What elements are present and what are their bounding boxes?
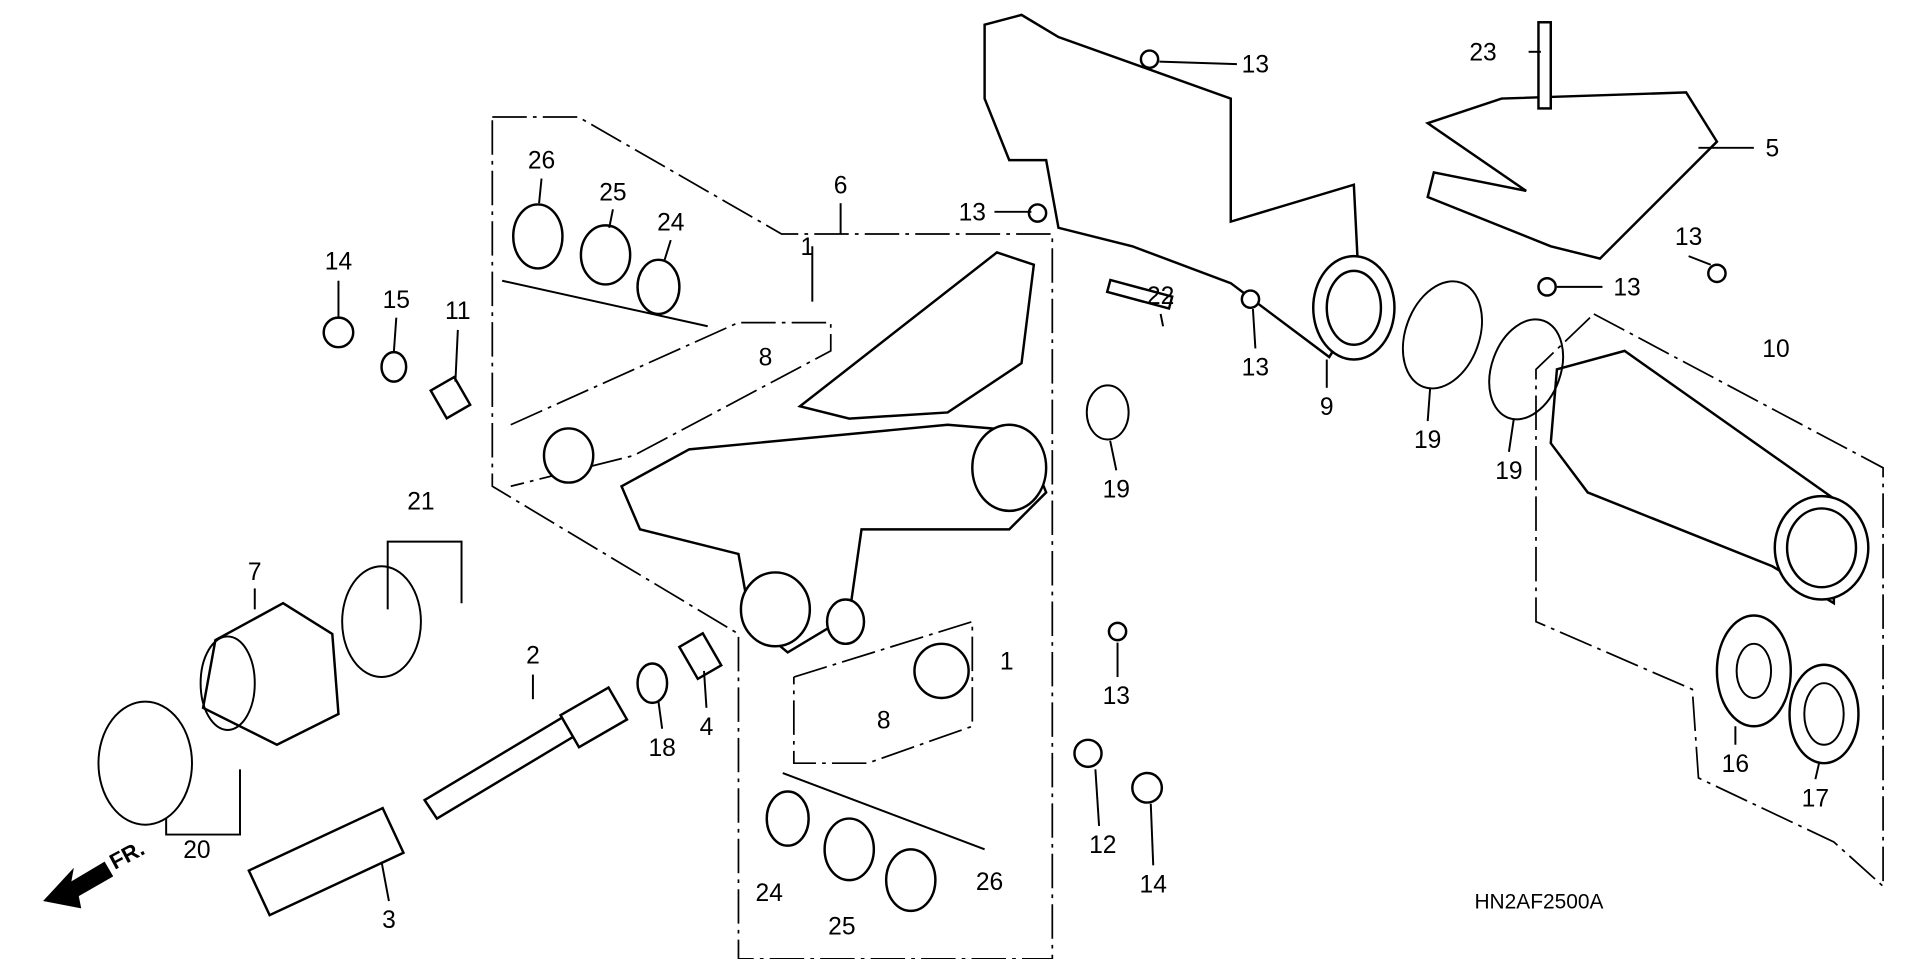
seal-part xyxy=(636,258,681,316)
clamp-part xyxy=(341,565,422,679)
final-drive-case-part xyxy=(1549,349,1870,606)
callout: 24 xyxy=(657,209,684,236)
bushing-part xyxy=(913,642,970,700)
nut-part xyxy=(1107,621,1128,642)
leader-lines xyxy=(165,50,1821,902)
nut-part xyxy=(1240,289,1261,310)
callout: 12 xyxy=(1089,832,1116,859)
callout: 13 xyxy=(1675,224,1702,251)
callout: 9 xyxy=(1320,394,1334,421)
callout: 19 xyxy=(1495,458,1522,485)
callout: 10 xyxy=(1762,336,1789,363)
callout: 21 xyxy=(407,489,434,516)
callout: 5 xyxy=(1765,135,1779,162)
callout: 24 xyxy=(756,880,783,907)
spring-part xyxy=(677,631,723,681)
callout: 26 xyxy=(528,148,555,175)
callout: 22 xyxy=(1147,283,1174,310)
callout: 1 xyxy=(1000,649,1014,676)
callout: 23 xyxy=(1469,39,1496,66)
callout: 13 xyxy=(1613,274,1640,301)
group-outline-1a xyxy=(510,321,832,488)
bushing-part xyxy=(542,427,595,484)
group-outline-1b xyxy=(792,620,974,765)
callout: 7 xyxy=(248,559,262,586)
washer-part xyxy=(380,350,408,383)
collar-part xyxy=(636,662,669,705)
clamp-part xyxy=(97,700,193,826)
arrow-left-icon xyxy=(43,861,114,909)
bearing-part xyxy=(512,203,564,270)
callout: 2 xyxy=(526,643,540,670)
nut-part xyxy=(1131,771,1164,804)
callout: 8 xyxy=(759,345,773,372)
o-ring-part xyxy=(1488,318,1565,421)
callout: 3 xyxy=(382,907,396,934)
callout: 17 xyxy=(1802,785,1829,812)
bracket-part xyxy=(1424,91,1719,260)
callout-labels: 23 13 5 13 6 26 25 24 14 15 11 1 8 22 13… xyxy=(183,39,1829,940)
callout: 14 xyxy=(1140,871,1167,898)
swingarm-part xyxy=(619,251,1048,654)
drive-shaft-spline xyxy=(558,685,629,749)
nut-part xyxy=(1537,277,1557,297)
bearing-part xyxy=(884,848,937,913)
front-label: FR. xyxy=(105,836,148,875)
nut-part xyxy=(1139,49,1160,70)
callout: 15 xyxy=(383,287,410,314)
o-ring-part xyxy=(1085,384,1130,441)
axle-housing-part xyxy=(983,13,1396,361)
callout: 13 xyxy=(1103,683,1130,710)
callout: 25 xyxy=(828,913,855,940)
front-direction-arrow: FR. xyxy=(43,836,149,909)
callout: 19 xyxy=(1103,476,1130,503)
o-ring-part xyxy=(1401,280,1483,390)
diagram-code: HN2AF2500A xyxy=(1474,890,1603,913)
callout: 11 xyxy=(445,298,471,325)
callout: 4 xyxy=(700,714,714,741)
boot-part xyxy=(199,635,256,731)
boot-part xyxy=(201,601,340,747)
bearing-part xyxy=(1735,642,1773,699)
callout: 8 xyxy=(877,708,891,735)
oil-seal-part xyxy=(1803,682,1845,746)
callout: 25 xyxy=(599,180,626,207)
seal-part xyxy=(765,790,810,847)
universal-joint-part xyxy=(247,806,406,917)
callout: 20 xyxy=(183,837,210,864)
nut-part xyxy=(1707,263,1727,284)
bearing-part xyxy=(1715,614,1793,728)
callout: 6 xyxy=(834,172,848,199)
callout: 13 xyxy=(1242,355,1269,382)
bolt-part xyxy=(1073,738,1103,769)
callout: 1 xyxy=(801,234,815,261)
callout: 16 xyxy=(1722,751,1749,778)
bearing-part xyxy=(579,224,632,286)
bolt-part xyxy=(1537,21,1553,110)
oil-seal-part xyxy=(1788,663,1860,765)
callout: 14 xyxy=(325,249,352,276)
callout: 18 xyxy=(648,735,675,762)
bolt-part xyxy=(1105,278,1174,311)
nut-part xyxy=(1027,203,1048,223)
bearing-part xyxy=(823,817,876,882)
callout: 26 xyxy=(976,869,1003,896)
group-outline-10 xyxy=(1535,313,1884,889)
spring-part xyxy=(429,375,472,420)
callout: 13 xyxy=(959,199,986,226)
nut-part xyxy=(322,316,355,349)
callout: 19 xyxy=(1414,427,1441,454)
callout: 13 xyxy=(1242,52,1269,79)
